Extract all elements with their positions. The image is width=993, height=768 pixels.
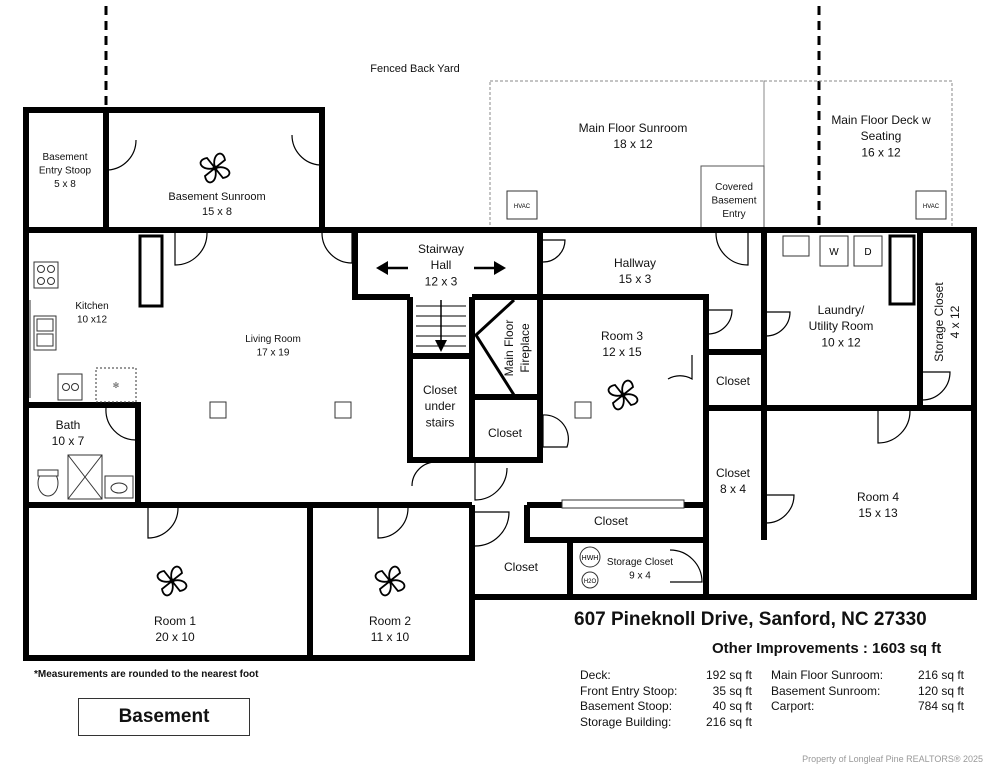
ceiling-fan-icon — [156, 565, 188, 597]
hvac-label-right: HVAC — [923, 204, 940, 210]
interior-walls — [26, 230, 974, 658]
room-label-closet-b: Closet — [716, 374, 751, 388]
water-softener-icon — [581, 571, 599, 589]
improvement-row: Main Floor Sunroom:216 sq ft — [771, 668, 964, 682]
ceiling-light — [334, 401, 352, 419]
improvement-row: Deck:192 sq ft — [580, 668, 752, 682]
room-label-closet-e: Closet — [504, 560, 539, 574]
covered-entry-box — [700, 165, 765, 230]
svg-text:✻: ✻ — [113, 381, 120, 390]
doors — [105, 134, 951, 583]
hvac-label-left: HVAC — [514, 204, 531, 210]
improvement-row: Front Entry Stoop:35 sq ft — [580, 683, 752, 698]
fireplace-hearth — [474, 298, 516, 396]
washer-label: W — [829, 247, 839, 258]
improvement-row: Basement Sunroom:120 sq ft — [771, 683, 964, 698]
hvac-unit-right — [915, 190, 947, 220]
copyright-text: Property of Longleaf Pine REALTORS® 2025 — [802, 754, 983, 764]
room-label-closet-a: Closet — [488, 426, 523, 440]
water-heater-icon — [579, 546, 601, 568]
improvements-list-right: Main Floor Sunroom:216 sq ft Basement Su… — [771, 668, 964, 715]
ceiling-light — [209, 401, 227, 419]
washer — [819, 235, 849, 267]
dryer-label: D — [864, 247, 871, 258]
hwh-label: HWH — [582, 555, 599, 562]
ceiling-fan-icon — [199, 152, 231, 184]
stair-arrows — [376, 261, 506, 275]
stairs — [416, 300, 466, 352]
kitchen-fixtures: ✻ — [29, 261, 137, 403]
measurement-note: *Measurements are rounded to the nearest… — [34, 669, 259, 680]
ceiling-fan-icon — [607, 379, 639, 411]
yard-label: Fenced Back Yard — [370, 63, 459, 75]
improvement-row: Basement Stoop:40 sq ft — [580, 699, 752, 713]
dryer — [853, 235, 883, 267]
hvac-unit-left — [506, 190, 538, 220]
improvements-list-left: Deck:192 sq ft Front Entry Stoop:35 sq f… — [580, 668, 752, 730]
laundry-sink — [782, 235, 810, 257]
other-improvements-title: Other Improvements : 1603 sq ft — [712, 640, 942, 657]
h2o-label: H2O — [584, 579, 597, 585]
improvement-row: Storage Building:216 sq ft — [580, 714, 752, 729]
ceiling-fan-icon — [374, 565, 406, 597]
floor-label-badge: Basement — [78, 698, 250, 736]
improvement-row: Carport:784 sq ft — [771, 699, 964, 713]
closet-doors — [561, 499, 685, 509]
property-address: 607 Pineknoll Drive, Sanford, NC 27330 — [574, 609, 927, 630]
ceiling-light — [574, 401, 592, 419]
room-label-closet-d: Closet — [594, 514, 629, 528]
bath-fixtures — [37, 454, 134, 500]
